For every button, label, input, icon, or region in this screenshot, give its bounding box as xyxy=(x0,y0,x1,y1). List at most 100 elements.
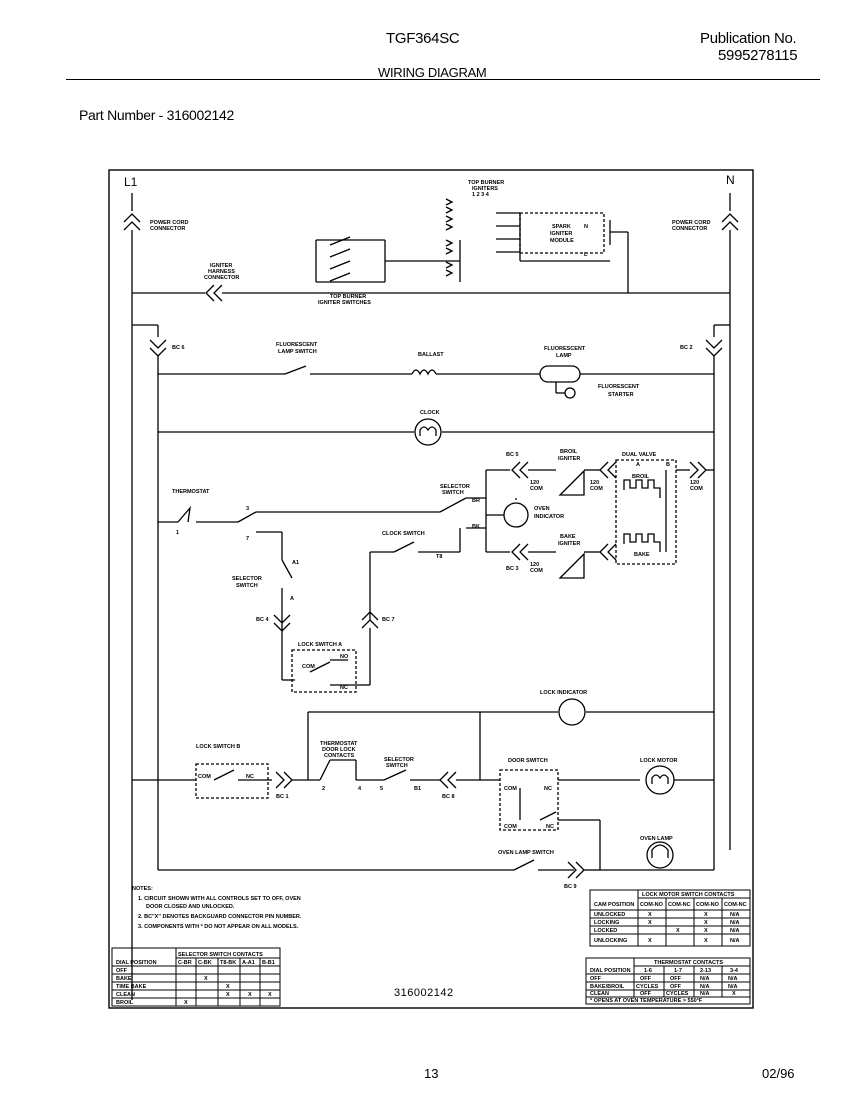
thermostat-label: THERMOSTAT xyxy=(172,489,210,495)
power-cord-left-1: POWER CORD xyxy=(150,220,189,226)
selector-cell-bake: X xyxy=(204,976,208,982)
oven-lamp-switch-label: OVEN LAMP SWITCH xyxy=(498,850,554,856)
bc7-label: BC 7 xyxy=(382,617,395,623)
selector-switch-low-2: SWITCH xyxy=(386,763,408,769)
oven-indicator-2: INDICATOR xyxy=(534,514,564,520)
selector-table-title: SELECTOR SWITCH CONTACTS xyxy=(178,952,263,958)
lock-motor-row-unlocked: UNLOCKED xyxy=(594,912,625,918)
valve-a: A xyxy=(636,462,640,468)
lock-motor-label: LOCK MOTOR xyxy=(640,758,678,764)
pin-5: 5 xyxy=(380,786,383,792)
lock-motor-cell-3-1: X xyxy=(648,938,652,944)
lock-motor-row-locking: LOCKING xyxy=(594,920,619,926)
diagram-title: WIRING DIAGRAM xyxy=(378,65,487,80)
lock-motor-header-2: COM-NC xyxy=(668,902,691,908)
selector-header-0: DIAL POSITION xyxy=(116,960,157,966)
pin-2: 2 xyxy=(322,786,325,792)
thermostat-cell-1-1: CYCLES xyxy=(636,984,659,990)
spark-module-1: SPARK xyxy=(552,224,571,230)
notes-line-3: 2. BC"X" DENOTES BACKGUARD CONNECTOR PIN… xyxy=(138,914,302,920)
lock-motor-cell-2-3: X xyxy=(704,928,708,934)
spark-module-2: IGNITER xyxy=(550,231,572,237)
selector-row-timebake: TIME BAKE xyxy=(116,984,147,990)
module-n: N xyxy=(584,224,588,230)
oven-indicator-1: OVEN xyxy=(534,506,550,512)
v120-3a: 120 xyxy=(690,480,699,486)
lock-switch-a-no: NO xyxy=(340,654,349,660)
pin-bk: BK xyxy=(472,524,480,530)
v120-2b: COM xyxy=(590,486,603,492)
v120-4b: COM xyxy=(530,568,543,574)
thermostat-cell-2-3: N/A xyxy=(700,991,710,997)
header-rule xyxy=(66,79,820,80)
thermostat-header-2: 1-7 xyxy=(674,968,682,974)
therm-door-lock-2: DOOR LOCK xyxy=(322,747,356,753)
selector-cell-timebake: X xyxy=(226,984,230,990)
door-switch-com-top: COM xyxy=(504,786,517,792)
lock-motor-cell-2-4: N/A xyxy=(730,928,740,934)
thermostat-row-bakebroil: BAKE/BROIL xyxy=(590,984,625,990)
power-cord-right-1: POWER CORD xyxy=(672,220,711,226)
lock-switch-b-nc: NC xyxy=(246,774,254,780)
lock-motor-row-locked: LOCKED xyxy=(594,928,617,934)
valve-bake: BAKE xyxy=(634,552,650,558)
selector-cell-broil: X xyxy=(184,1000,188,1006)
v120-1b: COM xyxy=(530,486,543,492)
lock-motor-cell-3-3: X xyxy=(704,938,708,944)
igniter-harness-3: CONNECTOR xyxy=(204,275,239,281)
publication-number: 5995278115 xyxy=(718,47,798,64)
therm-door-lock-3: CONTACTS xyxy=(324,753,354,759)
page-number: 13 xyxy=(424,1066,439,1081)
thermostat-header-3: 2-13 xyxy=(700,968,711,974)
top-burner-igniters-2: IGNITERS xyxy=(472,186,498,192)
lock-switch-b-label: LOCK SWITCH B xyxy=(196,744,240,750)
thermostat-cell-2-4: X xyxy=(732,991,736,997)
thermostat-header-1: 1-6 xyxy=(644,968,652,974)
publication-label: Publication No. xyxy=(700,30,797,47)
fluor-lamp-1: FLUORESCENT xyxy=(544,346,586,352)
broil-igniter-1: BROIL xyxy=(560,449,578,455)
lock-motor-header-3: COM-NO xyxy=(696,902,720,908)
lock-motor-cell-2-2: X xyxy=(676,928,680,934)
lock-motor-cell-1-1: X xyxy=(648,920,652,926)
lock-motor-table: LOCK MOTOR SWITCH CONTACTS CAM POSITION … xyxy=(589,889,751,947)
door-switch-com-bot: COM xyxy=(504,824,517,830)
pin-b1: B1 xyxy=(414,786,421,792)
broil-igniter-2: IGNITER xyxy=(558,456,580,462)
fluor-starter-1: FLUORESCENT xyxy=(598,384,640,390)
centre-code: 316002142 xyxy=(394,987,454,999)
notes-line-2: DOOR CLOSED AND UNLOCKED. xyxy=(146,904,235,910)
bc6-label: BC 6 xyxy=(172,345,185,351)
lock-motor-cell-0-3: X xyxy=(704,912,708,918)
bc1-label: BC 1 xyxy=(276,794,289,800)
label-n: N xyxy=(726,173,735,187)
pin-3: 3 xyxy=(246,506,249,512)
pin-1: 1 xyxy=(176,530,179,536)
bc2-label: BC 2 xyxy=(680,345,693,351)
lock-motor-table-title: LOCK MOTOR SWITCH CONTACTS xyxy=(642,892,735,898)
pin-4: 4 xyxy=(358,786,362,792)
lock-motor-cell-1-3: X xyxy=(704,920,708,926)
footer-date: 02/96 xyxy=(762,1066,795,1081)
t8-label: T8 xyxy=(436,554,442,560)
door-switch-label: DOOR SWITCH xyxy=(508,758,548,764)
thermostat-cell-0-3: N/A xyxy=(700,976,710,982)
lock-motor-cell-0-1: X xyxy=(648,912,652,918)
oven-lamp-label: OVEN LAMP xyxy=(640,836,673,842)
thermostat-cell-2-2: CYCLES xyxy=(666,991,689,997)
notes-line-4: 3. COMPONENTS WITH * DO NOT APPEAR ON AL… xyxy=(138,924,299,930)
lock-motor-header-1: COM-NO xyxy=(640,902,664,908)
bc4-label: BC 4 xyxy=(256,617,269,623)
dual-valve-label: DUAL VALVE xyxy=(622,452,657,458)
ballast-label: BALLAST xyxy=(418,352,444,358)
notes-line-1: 1. CIRCUIT SHOWN WITH ALL CONTROLS SET T… xyxy=(138,896,301,902)
selector-cell-clean-2: X xyxy=(248,992,252,998)
bc3-label: BC 3 xyxy=(506,566,519,572)
igniter-harness-1: IGNITER xyxy=(210,263,232,269)
thermostat-footnote: * OPENS AT OVEN TEMPERATURE > 550°F xyxy=(590,998,703,1004)
bc8-label: BC 8 xyxy=(442,794,455,800)
selector-switch-low-1: SELECTOR xyxy=(384,757,414,763)
thermostat-header-0: DIAL POSITION xyxy=(590,968,631,974)
selector-row-off: OFF xyxy=(116,968,128,974)
pin-br: BR xyxy=(472,498,480,504)
